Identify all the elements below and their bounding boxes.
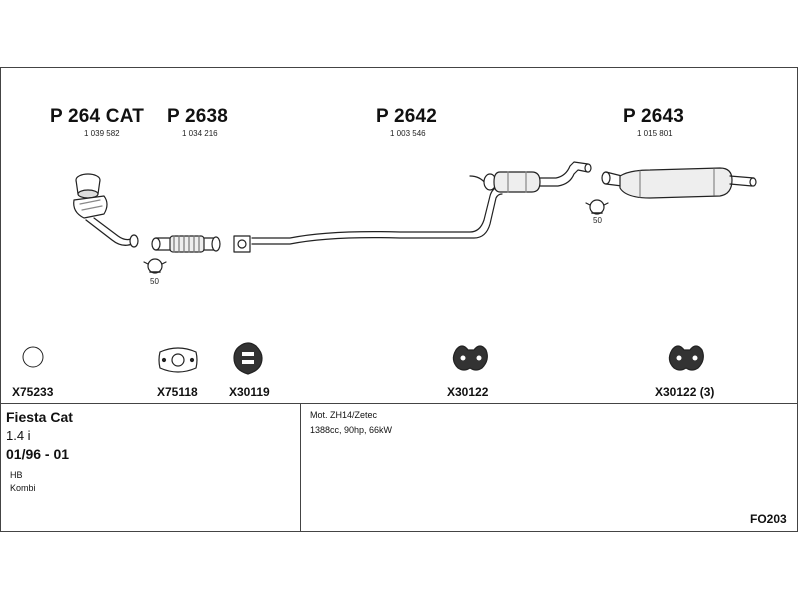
flange-drawing [233,235,251,253]
engine-spec: 1388cc, 90hp, 66kW [310,425,393,435]
rubber-mount-x30122-icon [452,345,488,371]
info-divider-vertical [300,403,301,532]
part-number-middle-silencer: 1 003 546 [390,129,426,138]
clamp-50-left-drawing [143,258,167,274]
rubber-mount-x30119-icon [233,342,263,375]
part-code-catalyst: P 264 CAT [50,106,145,127]
clamp-size-label-left: 50 [150,277,159,286]
flange-gasket-icon [158,347,198,373]
rubber-mount-x30122-3-icon [668,345,704,371]
ring-gasket-icon [22,346,44,368]
hardware-label-x75233: X75233 [12,385,54,399]
vehicle-engine-size: 1.4 i [6,428,31,443]
part-number-front-pipe: 1 034 216 [182,129,218,138]
catalytic-converter-drawing [73,173,139,248]
vehicle-model: Fiesta Cat [6,409,73,425]
body-type-kombi: Kombi [10,483,36,493]
rear-silencer-drawing [601,167,757,199]
catalogue-code: FO203 [750,512,787,526]
part-code-rear-silencer: P 2643 [623,106,685,127]
body-type-hb: HB [10,470,23,480]
diagram-frame [0,67,798,532]
flexible-pipe-drawing [151,235,221,253]
hardware-label-x30119: X30119 [229,385,270,399]
part-number-catalyst: 1 039 582 [84,129,120,138]
part-code-front-pipe: P 2638 [167,106,229,127]
clamp-50-right-drawing [585,199,609,215]
part-number-rear-silencer: 1 015 801 [637,129,673,138]
hardware-label-x75118: X75118 [157,385,198,399]
middle-silencer-drawing [251,161,592,245]
hardware-label-x30122: X30122 [447,385,489,399]
vehicle-years: 01/96 - 01 [6,446,70,462]
engine-code: Mot. ZH14/Zetec [310,410,378,420]
hardware-label-x30122-3: X30122 (3) [655,385,715,399]
info-divider-horizontal [0,403,798,404]
clamp-size-label-right: 50 [593,216,602,225]
part-code-middle-silencer: P 2642 [376,106,438,127]
